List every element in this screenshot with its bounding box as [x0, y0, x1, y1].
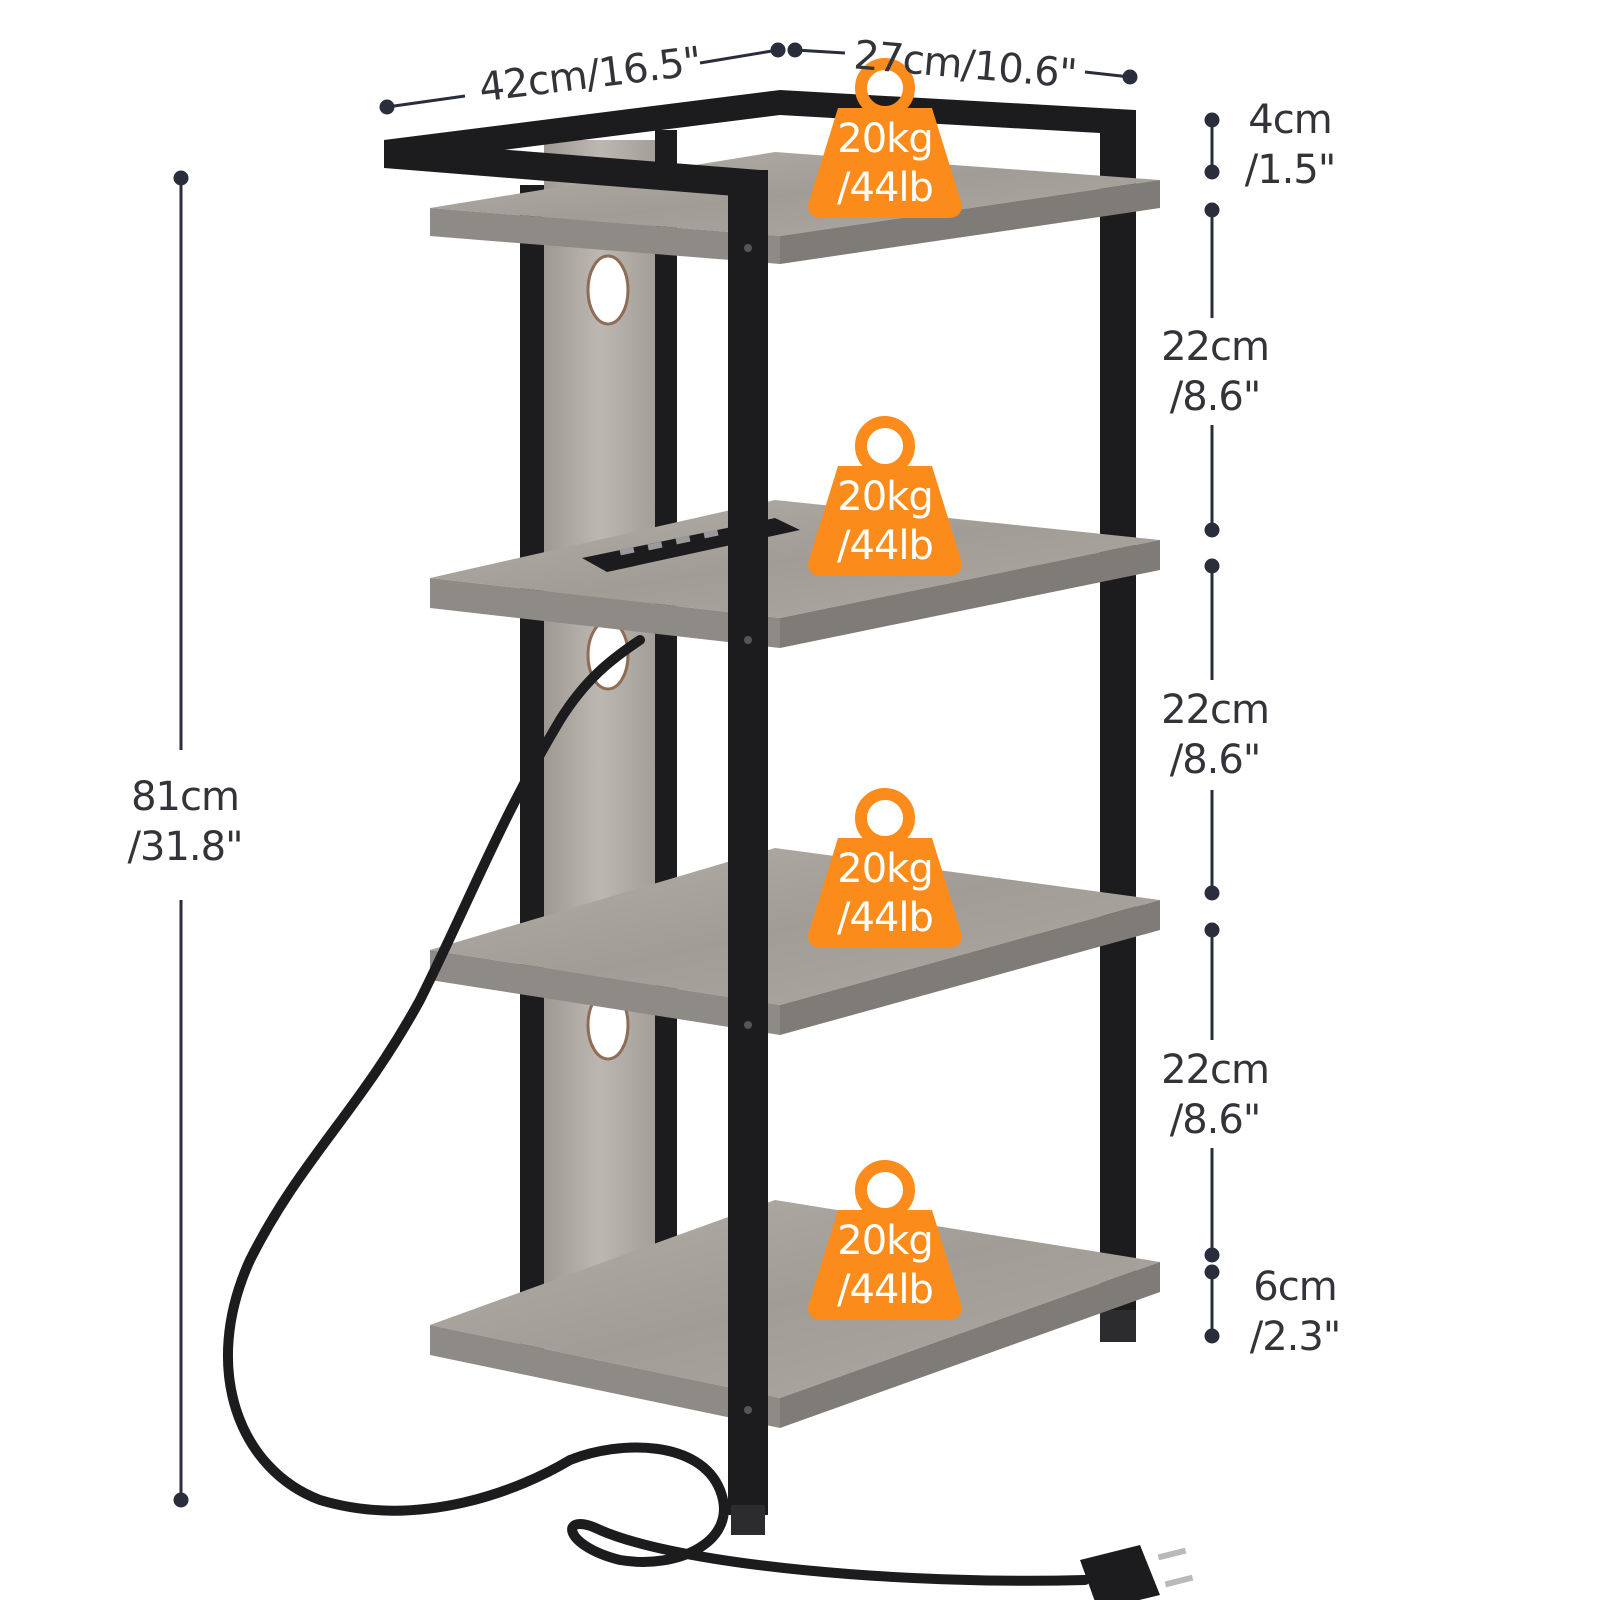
bottom-clearance-label: 6cm /2.3" — [1249, 1264, 1342, 1360]
shelf-gap-1-label: 22cm /8.6" — [1161, 324, 1270, 420]
top-rail-height-label: 4cm /1.5" — [1244, 97, 1337, 193]
total-height-label: 81cm /31.8" — [127, 774, 244, 870]
depth-dimension-line — [787, 42, 1138, 85]
front-left-foot — [731, 1505, 765, 1535]
rear-middle-leg — [655, 130, 677, 1310]
total-height-dimension-line — [173, 170, 189, 1508]
cable-hole-1 — [586, 254, 630, 326]
shelf-1 — [430, 152, 1160, 264]
front-left-leg — [728, 170, 768, 1515]
shelf-4-load-label: 20kg /44lb — [837, 1218, 934, 1313]
weight-icon — [808, 58, 962, 218]
width-dimension-line — [379, 42, 786, 115]
top-rail — [384, 90, 1135, 198]
shelf-3 — [430, 848, 1160, 1035]
shelf-2 — [430, 500, 1160, 648]
shelf-gap-3-label: 22cm /8.6" — [1161, 1047, 1270, 1143]
rear-right-foot — [1100, 1310, 1136, 1342]
weight-icon — [808, 1160, 962, 1320]
plug-icon — [1080, 1545, 1194, 1600]
power-cord — [223, 635, 1090, 1586]
shelf-4 — [430, 1200, 1160, 1428]
rear-right-leg — [1100, 110, 1136, 1340]
shelf-gap-2-label: 22cm /8.6" — [1161, 687, 1270, 783]
weight-icon — [808, 788, 962, 948]
shelf-1-load-label: 20kg /44lb — [837, 116, 934, 211]
weight-icon — [808, 416, 962, 576]
shelf-gap-dimension-line — [1204, 112, 1220, 1344]
shelf-3-load-label: 20kg /44lb — [837, 846, 934, 941]
shelf-2-load-label: 20kg /44lb — [837, 474, 934, 569]
